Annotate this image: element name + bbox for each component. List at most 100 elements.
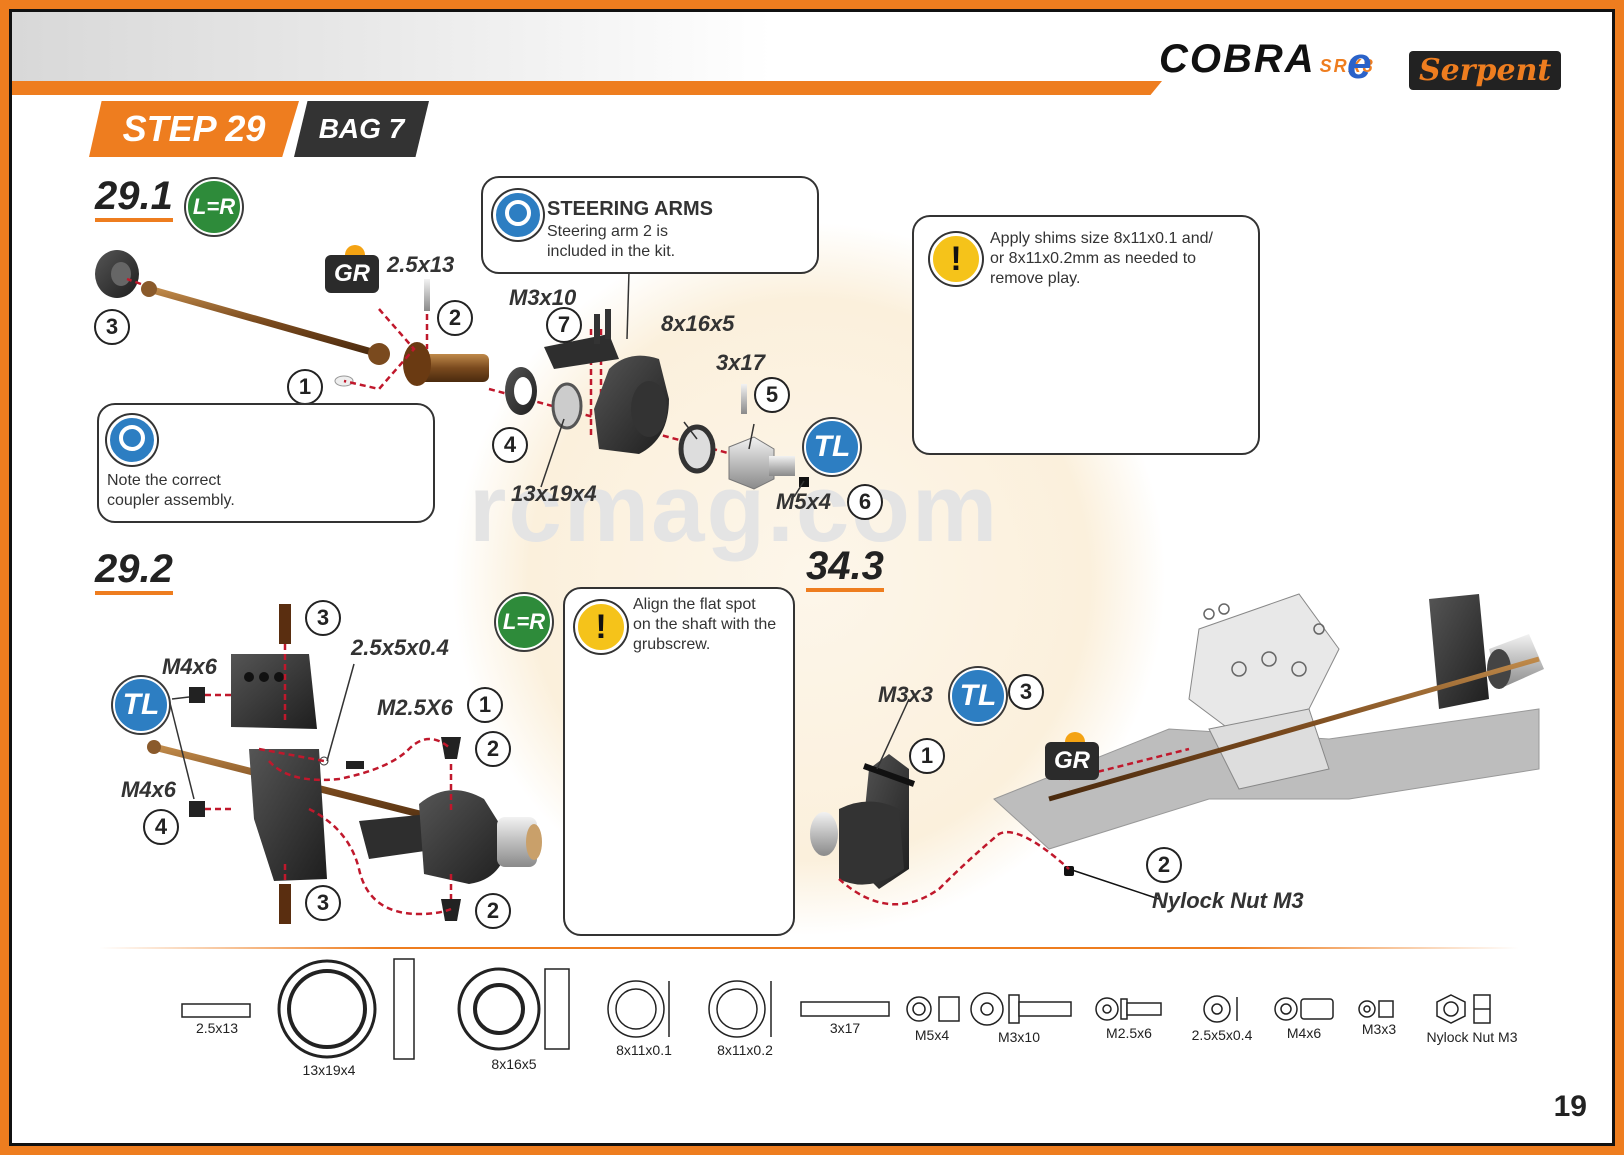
hub-carrier-29-2 (319, 737, 542, 921)
label-2-5x5x0-4: 2.5x5x0.4 (351, 635, 449, 660)
align-line3: grubscrew. (633, 636, 711, 653)
part-label-2-5x13: 2.5x13 (195, 1020, 239, 1036)
warning-icon: ! (930, 233, 982, 285)
part-label-8x11x0-1: 8x11x0.1 (616, 1042, 672, 1058)
callout-number-3-top: 3 (305, 600, 341, 636)
header-band (12, 12, 772, 84)
shim-line3: remove play. (990, 270, 1081, 287)
bearing-29-1-left (95, 250, 139, 298)
callout-number-2-top: 2 (475, 731, 511, 767)
magnifier-icon (107, 415, 157, 465)
part-label-m2-5x6: M2.5x6 (1106, 1025, 1152, 1041)
threadlock-badge-34-3: TL (950, 668, 1006, 724)
label-8x16x5: 8x16x5 (661, 311, 735, 336)
align-callout-text: Align the flat spot on the shaft with th… (633, 595, 785, 655)
section-29-2-title: 29.2 (95, 547, 173, 595)
callout-number-3-bottom: 3 (305, 885, 341, 921)
pointer-lines (168, 418, 910, 800)
parts-separator (99, 947, 1519, 949)
callout-number-1-34-3: 1 (909, 738, 945, 774)
part-label-2-5x5x0-4: 2.5x5x0.4 (1191, 1027, 1253, 1043)
callout-number-6: 6 (847, 484, 883, 520)
section-29-1-title: 29.1 (95, 174, 173, 222)
shim-line2: or 8x11x0.2mm as needed to (990, 250, 1197, 267)
callout-number-4: 4 (492, 427, 528, 463)
part-label-8x16x5: 8x16x5 (491, 1056, 537, 1072)
shim-line1: Apply shims size 8x11x0.1 and/ (990, 230, 1213, 247)
steering-arms-title: STEERING ARMS (547, 198, 713, 220)
threadlock-badge-29-1: TL (804, 419, 860, 475)
hub-carrier-29-1 (544, 309, 669, 454)
part-pin-3x17 (800, 1001, 890, 1017)
callout-number-7: 7 (546, 307, 582, 343)
part-label-m4x6: M4x6 (1286, 1025, 1322, 1041)
page-number: 19 (1553, 1090, 1587, 1123)
pin-2-5x13 (424, 279, 430, 311)
callout-number-3-34-3: 3 (1008, 674, 1044, 710)
align-callout: ! Align the flat spot on the shaft with … (563, 587, 795, 936)
callout-number-1-29-2: 1 (467, 687, 503, 723)
callout-number-2: 2 (437, 300, 473, 336)
label-nylock-nut: Nylock Nut M3 (1152, 888, 1304, 913)
align-line2: on the shaft with the (633, 616, 777, 633)
grease-badge-34-3: GR (1045, 732, 1099, 780)
steering-line1: Steering arm 2 is (547, 223, 668, 240)
label-m4x6-top: M4x6 (162, 654, 218, 679)
part-bearing-8x16x5-side (544, 968, 570, 1050)
callout-number-2-bottom: 2 (475, 893, 511, 929)
steering-arms-text: Steering arm 2 is included in the kit. (547, 222, 675, 262)
label-m3x10: M3x10 (509, 285, 577, 310)
chassis-34-3 (810, 593, 1544, 900)
lr-badge-29-1: L=R (186, 179, 242, 235)
coupler-note-line2: coupler assembly. (107, 492, 235, 509)
coupler-note-text: Note the correct coupler assembly. (107, 471, 235, 511)
part-label-3x17: 3x17 (829, 1020, 861, 1036)
brand-model-suffix: e (1347, 39, 1372, 88)
label-3x17: 3x17 (716, 350, 765, 375)
grease-badge-29-1: GR (325, 245, 379, 293)
shim-callout-text: Apply shims size 8x11x0.1 and/ or 8x11x0… (990, 229, 1244, 289)
part-label-13x19x4: 13x19x4 (302, 1062, 356, 1078)
lr-badge-29-2: L=R (496, 594, 552, 650)
part-label-nylock-nut-m3: Nylock Nut M3 (1426, 1029, 1518, 1045)
part-label-m3x3: M3x3 (1361, 1021, 1397, 1037)
hex-hub-29-1 (728, 384, 809, 490)
warning-icon: ! (575, 601, 627, 653)
threadlock-badge-29-2: TL (113, 677, 169, 733)
bearing-13x19x4 (505, 367, 583, 430)
coupler-29-1 (403, 342, 489, 386)
parts-strip (181, 958, 1491, 1060)
label-m5x4: M5x4 (776, 489, 832, 514)
shim-callout: ! Apply shims size 8x11x0.1 and/ or 8x11… (912, 215, 1260, 455)
callout-number-3: 3 (94, 309, 130, 345)
bag-label: BAG 7 (294, 101, 429, 157)
dogbone-shaft-29-1 (141, 281, 390, 365)
steering-callout-pointer (626, 270, 630, 340)
section-34-3-title: 34.3 (806, 544, 884, 592)
steering-arms-callout: STEERING ARMS Steering arm 2 is included… (481, 176, 819, 274)
label-m2-5x6: M2.5X6 (377, 695, 453, 720)
leader-lines-29-2 (205, 644, 453, 916)
callout-number-2-34-3: 2 (1146, 847, 1182, 883)
callout-number-5: 5 (754, 377, 790, 413)
caster-block-29-2 (189, 604, 327, 924)
part-label-m3x10: M3x10 (997, 1029, 1041, 1045)
label-2-5x13: 2.5x13 (387, 252, 455, 277)
part-label-m5x4: M5x4 (914, 1027, 950, 1043)
align-line1: Align the flat spot (633, 596, 756, 613)
label-m4x6-bottom: M4x6 (121, 777, 177, 802)
part-bearing-13x19x4-side (393, 958, 415, 1060)
part-label-8x11x0-2: 8x11x0.2 (717, 1042, 773, 1058)
steering-line2: included in the kit. (547, 243, 676, 260)
magnifier-icon (493, 190, 543, 240)
part-pin-2-5x13 (181, 1003, 251, 1018)
step-title: STEP 29 (89, 101, 299, 157)
label-m3x3: M3x3 (878, 682, 934, 707)
coupler-note-box: Note the correct coupler assembly. (97, 403, 435, 523)
coupler-note-line1: Note the correct (107, 472, 221, 489)
label-13x19x4: 13x19x4 (511, 481, 597, 506)
header-accent-bar (12, 81, 1162, 95)
callout-number-4-29-2: 4 (143, 809, 179, 845)
